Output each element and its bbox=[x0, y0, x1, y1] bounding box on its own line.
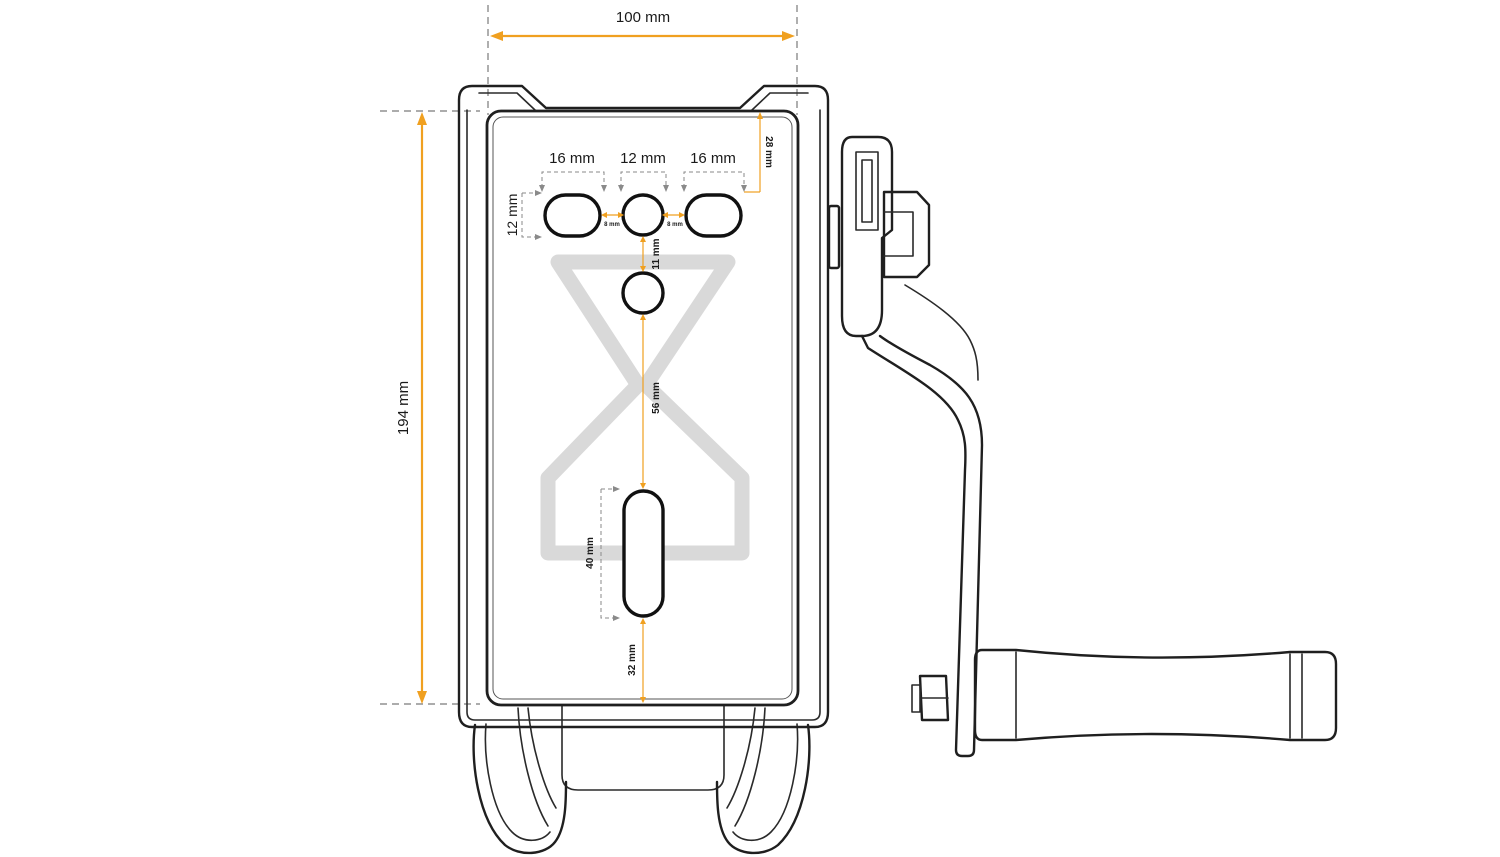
slot-left bbox=[543, 193, 602, 238]
overall-height-dimension bbox=[417, 112, 427, 704]
extension-lines bbox=[380, 5, 798, 705]
label-hole-diameter: 12 mm bbox=[620, 150, 666, 167]
label-slot-width-right: 16 mm bbox=[690, 150, 736, 167]
crank-handle bbox=[827, 135, 1338, 758]
label-long-slot-length: 40 mm bbox=[585, 537, 596, 569]
reel-drum bbox=[472, 705, 811, 855]
label-slot-height: 12 mm bbox=[504, 194, 520, 237]
label-top-offset: 28 mm bbox=[763, 136, 774, 168]
label-center-to-slot: 56 mm bbox=[651, 382, 662, 414]
mounting-holes bbox=[543, 193, 743, 618]
hole-middle bbox=[621, 271, 665, 315]
label-bottom-offset: 32 mm bbox=[627, 644, 638, 676]
label-hole-spacing: 11 mm bbox=[651, 238, 662, 269]
label-gap-left: 8 mm bbox=[604, 222, 620, 228]
overall-width-dimension bbox=[490, 31, 795, 41]
label-width: 100 mm bbox=[616, 9, 670, 26]
label-gap-right: 8 mm bbox=[667, 222, 683, 228]
label-height: 194 mm bbox=[395, 381, 412, 435]
slot-long-vertical bbox=[622, 489, 665, 618]
logo-watermark bbox=[540, 254, 750, 561]
label-slot-width-left: 16 mm bbox=[549, 150, 595, 167]
guide-dimensions bbox=[521, 171, 747, 621]
dimension-labels: 100 mm 194 mm 28 mm 16 mm 12 mm 16 mm 12… bbox=[395, 9, 774, 676]
inner-dimensions bbox=[601, 112, 763, 703]
mounting-plate bbox=[485, 109, 800, 707]
outer-frame bbox=[457, 84, 830, 729]
slot-right bbox=[684, 193, 743, 238]
hole-top-center bbox=[621, 193, 665, 237]
